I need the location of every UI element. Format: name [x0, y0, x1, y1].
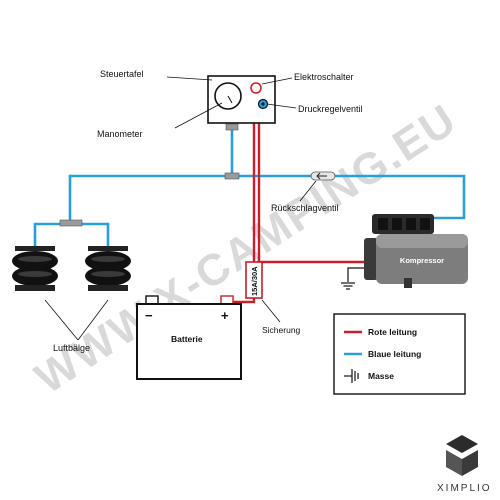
luftbalg-left — [12, 246, 58, 291]
ximplio-logo-icon — [446, 435, 478, 476]
luftbalge-label: Luftbälge — [53, 343, 90, 353]
kompressor: Kompressor — [364, 214, 468, 288]
check-valve — [310, 171, 336, 181]
ground-wire — [347, 267, 364, 282]
tee-fitting-bellows — [59, 219, 83, 227]
tee-fitting-gauge — [224, 172, 240, 180]
elektroschalter-switch — [250, 82, 262, 94]
batterie: − + Batterie — [136, 295, 242, 380]
elektroschalter-label: Elektroschalter — [294, 72, 354, 82]
steuertafel-label: Steuertafel — [100, 69, 144, 79]
tee-fitting-control — [225, 123, 239, 131]
manometer-needle — [227, 95, 233, 104]
legend-red-label: Rote leitung — [368, 327, 417, 337]
legend-ground-label: Masse — [368, 371, 394, 381]
rueckschlagventil-label: Rückschlagventil — [271, 203, 339, 213]
leader-lines — [44, 76, 317, 341]
brand-name: XIMPLIO — [437, 483, 492, 494]
legend: Rote leitung Blaue leitung Masse — [333, 313, 466, 395]
ground-symbol-icon — [341, 282, 355, 290]
blue-line-to-kompressor — [332, 174, 466, 220]
luftbalg-right — [85, 246, 131, 291]
kompressor-label: Kompressor — [400, 256, 444, 265]
batterie-label: Batterie — [171, 334, 203, 344]
battery-minus: − — [145, 308, 153, 323]
druckregelventil-label: Druckregelventil — [298, 104, 363, 114]
battery-plus: + — [221, 308, 229, 323]
check-valve-arrow-icon — [316, 172, 327, 180]
sicherung-fuse: 15A/30A — [245, 261, 263, 299]
legend-ground-icon — [344, 369, 359, 383]
fuse-rating: 15A/30A — [250, 266, 259, 296]
manometer-label: Manometer — [97, 129, 143, 139]
sicherung-label: Sicherung — [262, 325, 301, 335]
legend-blue-label: Blaue leitung — [368, 349, 421, 359]
blue-air-lines — [33, 126, 466, 248]
